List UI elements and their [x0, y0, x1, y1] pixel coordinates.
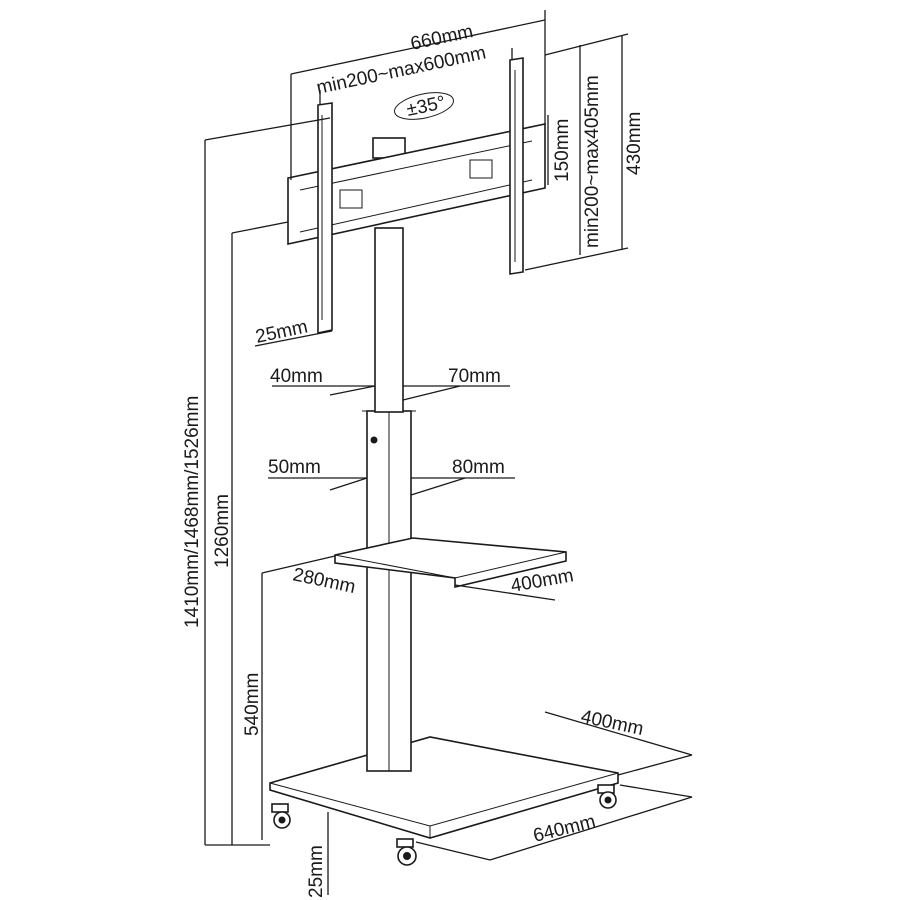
tilt-arrow-icon: [394, 92, 454, 120]
caster-wheel-front-center: [396, 838, 417, 866]
label-shelf-height: 540mm: [242, 673, 263, 736]
label-lower-pole-depth: 50mm: [268, 457, 321, 478]
label-upper-pole-depth: 40mm: [270, 366, 323, 387]
caster-wheel-right: [597, 784, 617, 809]
upper-pole: [374, 227, 404, 413]
label-lower-pole-width: 80mm: [452, 457, 505, 478]
label-total-heights: 1410mm/1468mm/1526mm: [182, 396, 203, 628]
base-plate: [269, 736, 619, 839]
label-base-depth: 400mm: [579, 706, 645, 740]
tv-mount: [287, 57, 546, 334]
lower-pole: [362, 410, 416, 772]
dimension-lines: [204, 10, 693, 895]
caster-wheels: [271, 784, 617, 866]
label-mount-center-height: 1260mm: [212, 494, 233, 568]
label-vesa-height-range: min200~max405mm: [582, 75, 603, 248]
label-upper-pole-width: 70mm: [448, 366, 501, 387]
label-base-width: 640mm: [531, 811, 598, 847]
tv-stand-drawing: [269, 57, 619, 866]
label-arm-gap: 150mm: [552, 119, 573, 182]
label-shelf-depth: 280mm: [291, 564, 357, 598]
label-bracket-width: 25mm: [254, 316, 310, 348]
caster-wheel-front-left: [271, 803, 291, 829]
shelf: [334, 537, 567, 589]
label-base-thickness: 25mm: [306, 845, 327, 898]
label-mount-height: 430mm: [624, 112, 645, 175]
label-tilt: ±35°: [405, 92, 448, 121]
